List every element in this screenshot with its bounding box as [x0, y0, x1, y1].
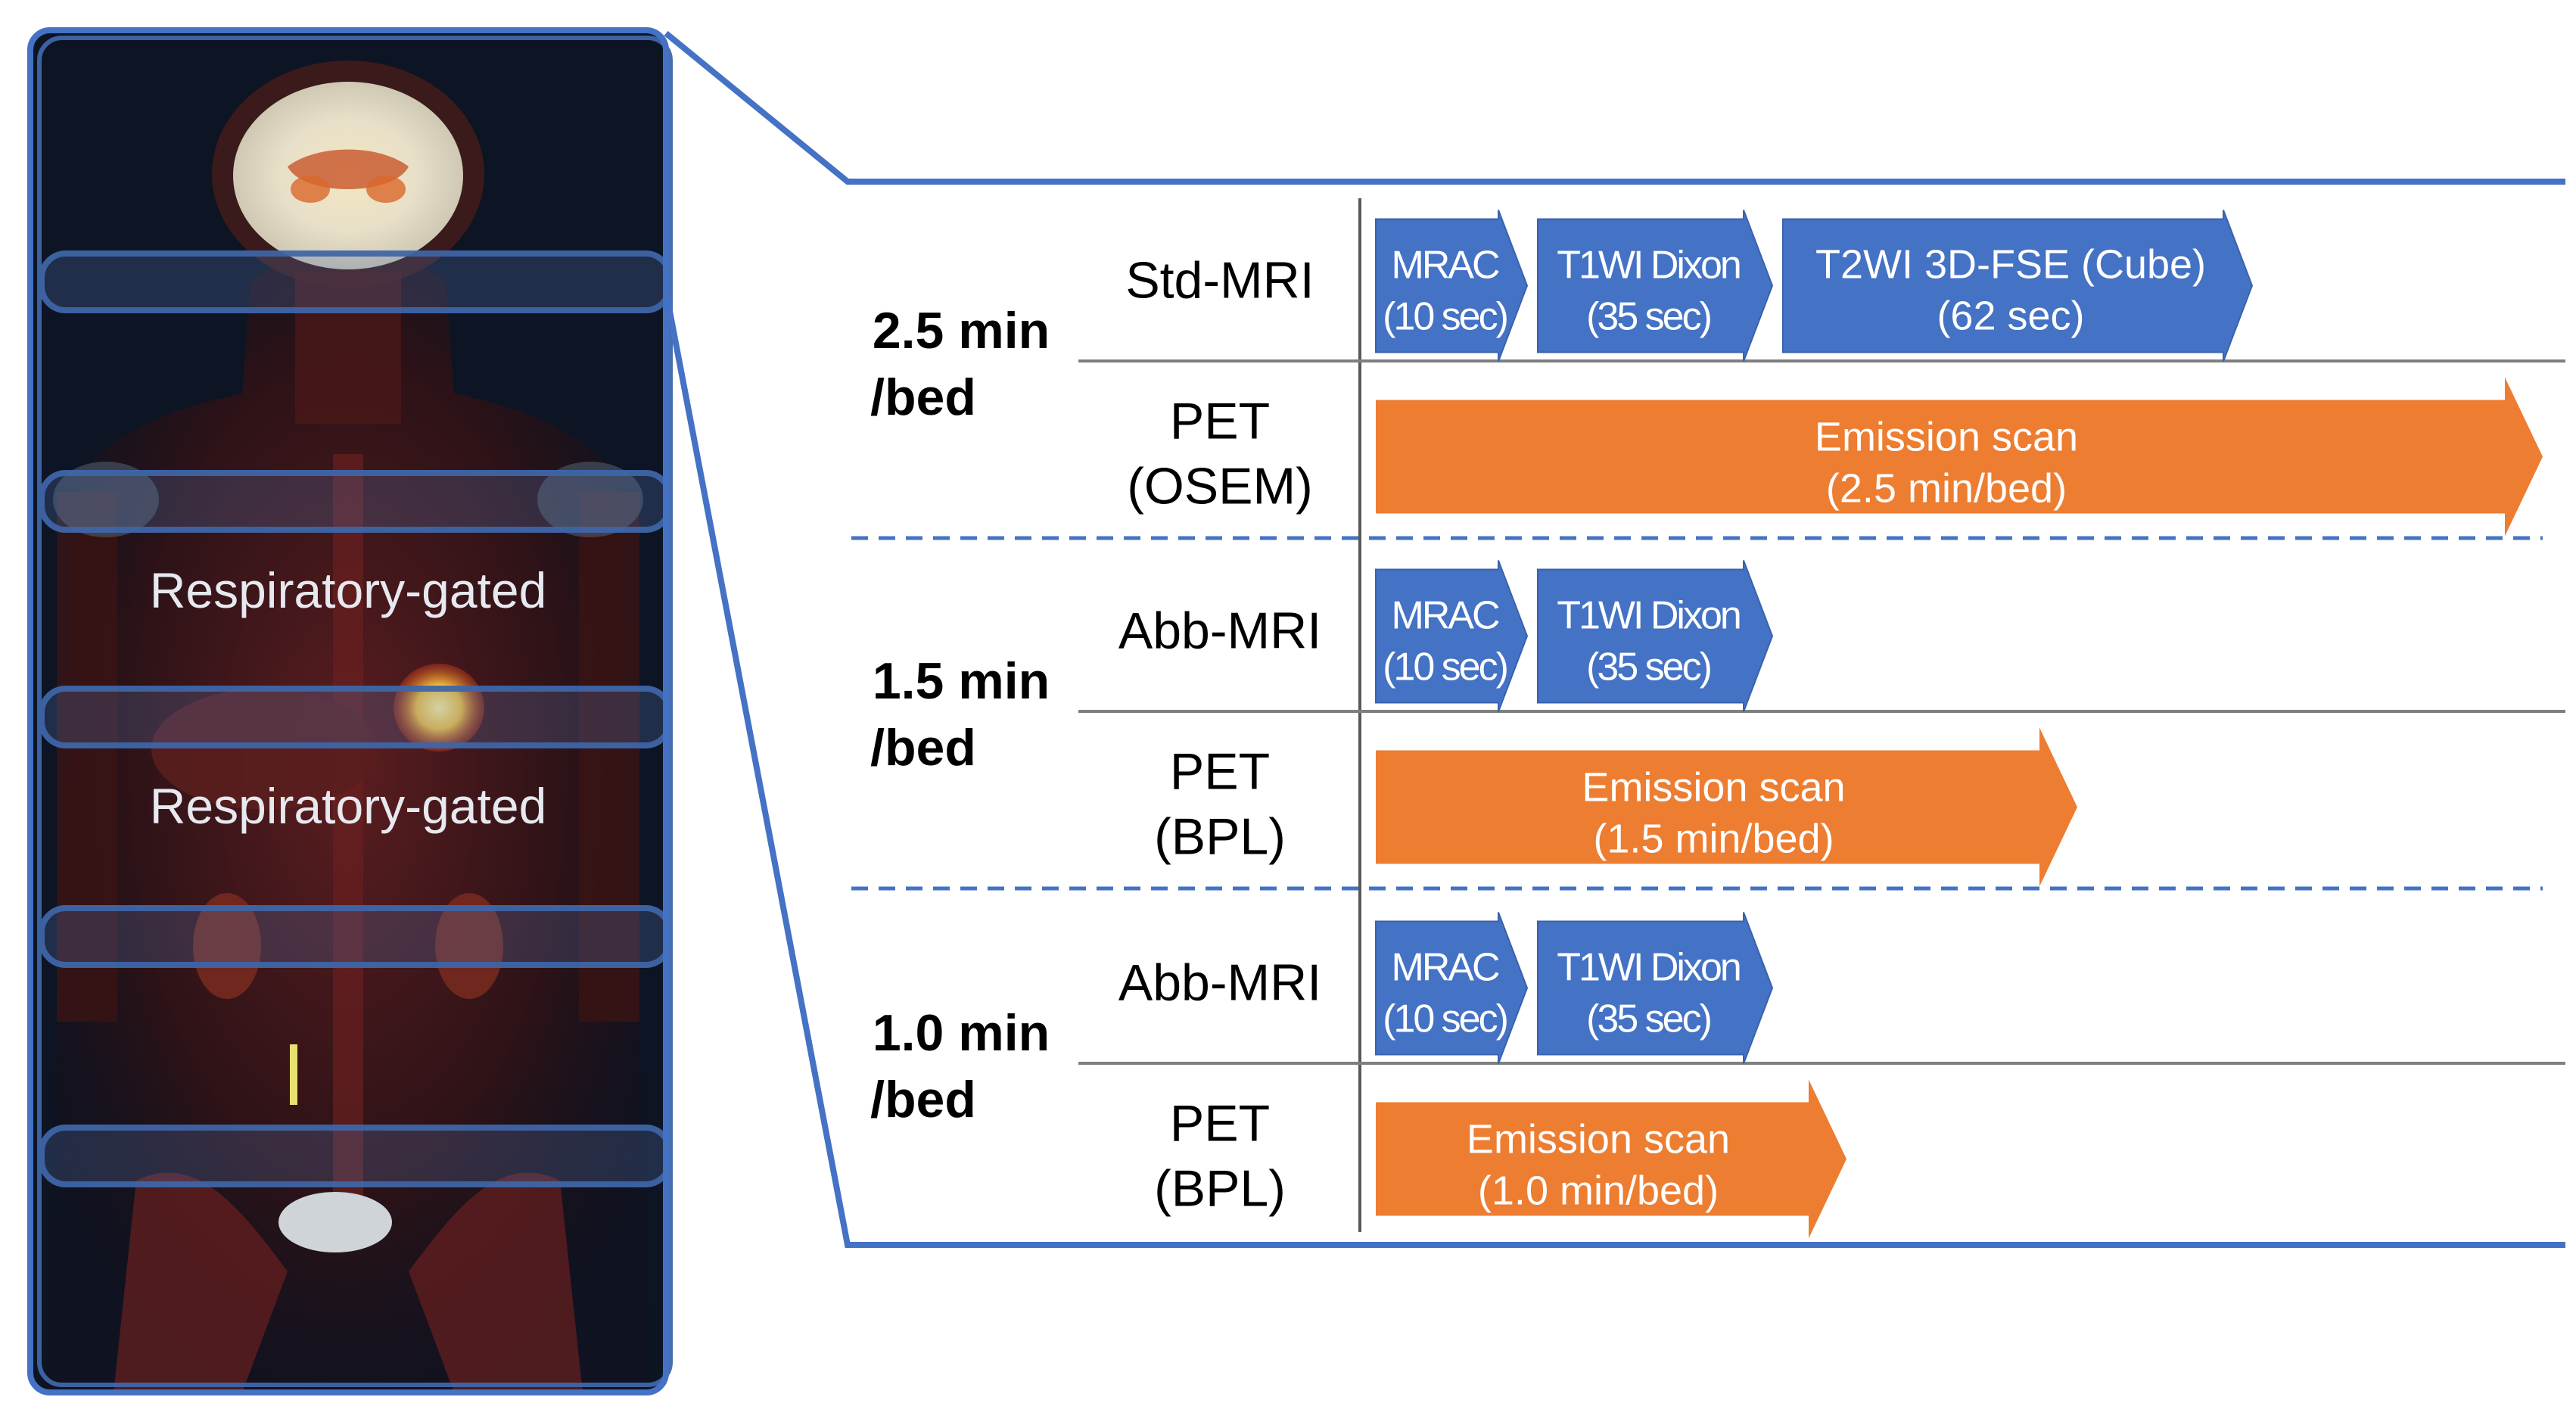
section-time-label: 1.5 min — [873, 652, 1050, 710]
sequence-name: T1WI Dixon — [1557, 594, 1740, 638]
row-label: PET — [1170, 743, 1270, 801]
bed-frames-outline — [37, 36, 673, 1387]
scan-name: Emission scan — [1815, 415, 2078, 460]
sequence-name: T1WI Dixon — [1557, 244, 1740, 288]
mri-row: Std-MRI MRAC (10 sec) T1WI Dixon (35 sec) T2W… — [1125, 210, 2254, 362]
row-label: PET — [1170, 1095, 1270, 1153]
scan-name: Emission scan — [1467, 1117, 1730, 1162]
row-label-sub: (OSEM) — [1127, 458, 1313, 515]
mri-sequence-arrow: T1WI Dixon (35 sec) — [1537, 210, 1774, 362]
row-label: PET — [1170, 393, 1270, 450]
pet-row: PET (BPL) Emission scan (1.0 min/bed) — [1154, 1079, 1846, 1239]
sequence-name: MRAC — [1391, 244, 1499, 288]
row-label-sub: (BPL) — [1154, 1160, 1286, 1218]
row-label-sub: (BPL) — [1154, 808, 1286, 866]
section-time-label: 1.0 min — [873, 1004, 1050, 1062]
section-per-bed-label: /bed — [870, 369, 976, 426]
scan-duration: (2.5 min/bed) — [1826, 466, 2067, 512]
sequence-name: MRAC — [1391, 594, 1499, 638]
sequence-duration: (35 sec) — [1586, 295, 1711, 339]
sequence-name: T1WI Dixon — [1557, 946, 1740, 990]
mri-sequence-arrow: T2WI 3D-FSE (Cube) (62 sec) — [1782, 210, 2254, 362]
pet-emission-arrow: Emission scan (1.5 min/bed) — [1376, 727, 2077, 887]
sequence-duration: (10 sec) — [1383, 997, 1507, 1041]
scan-name: Emission scan — [1582, 765, 1845, 811]
mri-sequence-arrow: MRAC (10 sec) — [1375, 912, 1529, 1064]
scan-duration: (1.5 min/bed) — [1593, 817, 1834, 862]
sequence-duration: (35 sec) — [1586, 997, 1711, 1041]
section-per-bed-label: /bed — [870, 1071, 976, 1128]
sequence-name: MRAC — [1391, 946, 1499, 990]
bed-position-overlap-frame — [39, 470, 673, 533]
sequence-duration: (35 sec) — [1586, 646, 1711, 689]
mri-row: Abb-MRI MRAC (10 sec) T1WI Dixon (35 sec) — [1118, 560, 1774, 712]
region-label-respiratory-gated: Respiratory-gated — [150, 778, 547, 834]
row-label: Abb-MRI — [1118, 602, 1321, 660]
pet-emission-arrow: Emission scan (1.0 min/bed) — [1376, 1079, 1846, 1239]
row-label: Std-MRI — [1125, 252, 1314, 310]
whole-body-pet-mri-image: Respiratory-gated Respiratory-gated — [27, 27, 673, 1395]
sequence-name: T2WI 3D-FSE (Cube) — [1815, 242, 2206, 288]
bed-position-overlap-frame — [39, 905, 673, 968]
scan-duration: (1.0 min/bed) — [1478, 1168, 1719, 1214]
row-label: Abb-MRI — [1118, 954, 1321, 1012]
bed-position-overlap-frame — [39, 1125, 673, 1187]
sequence-duration: (10 sec) — [1383, 646, 1507, 689]
pet-row: PET (BPL) Emission scan (1.5 min/bed) — [1154, 727, 2077, 887]
zoom-connector-lines — [663, 30, 2565, 1248]
sequence-duration: (62 sec) — [1937, 294, 2084, 339]
acquisition-protocol-table: 2.5 min/bed Std-MRI MRAC (10 sec) T1WI Dixon… — [851, 198, 2565, 1239]
mri-row: Abb-MRI MRAC (10 sec) T1WI Dixon (35 sec) — [1118, 912, 1774, 1064]
protocol-section: 1.5 min/bed Abb-MRI MRAC (10 sec) T1WI Dixon… — [870, 560, 2077, 887]
section-time-label: 2.5 min — [873, 302, 1050, 359]
mri-sequence-arrow: T1WI Dixon (35 sec) — [1537, 560, 1774, 712]
section-per-bed-label: /bed — [870, 719, 976, 776]
bed-position-overlap-frame — [39, 686, 673, 748]
protocol-section: 1.0 min/bed Abb-MRI MRAC (10 sec) T1WI Dixon… — [870, 912, 1846, 1239]
mri-sequence-arrow: MRAC (10 sec) — [1375, 210, 1529, 362]
pet-row: PET (OSEM) Emission scan (2.5 min/bed) — [1127, 377, 2543, 537]
mri-sequence-arrow: MRAC (10 sec) — [1375, 560, 1529, 712]
bed-position-overlap-frame — [39, 250, 673, 313]
pet-emission-arrow: Emission scan (2.5 min/bed) — [1376, 377, 2543, 537]
sequence-duration: (10 sec) — [1383, 295, 1507, 339]
protocol-section: 2.5 min/bed Std-MRI MRAC (10 sec) T1WI Dixon… — [870, 210, 2543, 537]
mri-sequence-arrow: T1WI Dixon (35 sec) — [1537, 912, 1774, 1064]
region-label-respiratory-gated: Respiratory-gated — [150, 562, 547, 618]
